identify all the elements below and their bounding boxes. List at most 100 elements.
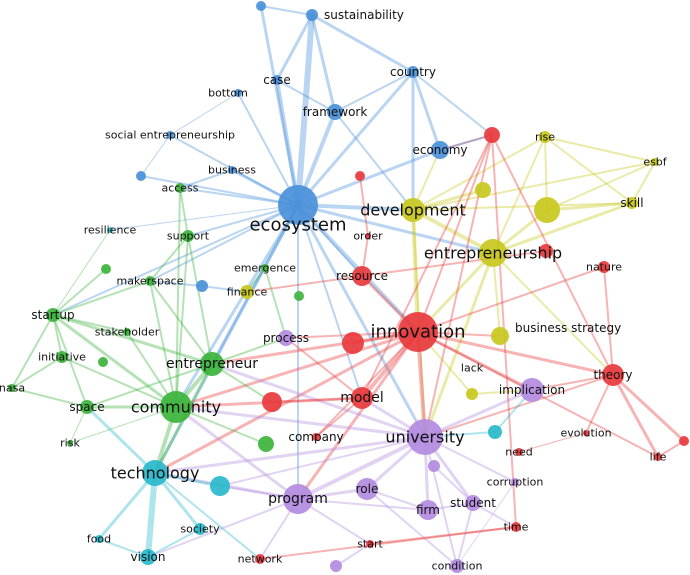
label-ecosystem: ecosystem (249, 215, 346, 236)
node-process[interactable] (278, 330, 294, 346)
node-esbf[interactable] (651, 158, 659, 166)
node-entrepreneurship[interactable] (479, 239, 507, 267)
edge-social_entrepreneurship-bottom (169, 92, 239, 136)
node-condition[interactable] (450, 559, 464, 573)
label-bottom: bottom (208, 87, 248, 100)
node-community[interactable] (160, 391, 192, 423)
node-food[interactable] (95, 535, 103, 543)
label-nature: nature (586, 261, 622, 274)
node-x10[interactable] (258, 436, 274, 452)
node-evolution[interactable] (583, 430, 589, 436)
node-x8[interactable] (342, 332, 364, 354)
edge-ecosystem-startup (52, 204, 299, 316)
node-access[interactable] (175, 183, 185, 193)
node-role[interactable] (356, 478, 378, 500)
label-process: process (263, 331, 309, 345)
node-program[interactable] (283, 484, 313, 514)
node-life[interactable] (654, 453, 662, 461)
edge-business-access (179, 169, 233, 189)
node-start[interactable] (366, 540, 374, 548)
node-framework[interactable] (327, 104, 343, 120)
node-x13[interactable] (98, 357, 108, 367)
node-x2[interactable] (196, 280, 208, 292)
edge-university-community (174, 405, 427, 439)
node-order[interactable] (365, 233, 371, 239)
node-initiative[interactable] (56, 351, 68, 363)
edge-community-initiative (61, 356, 177, 408)
node-technology[interactable] (142, 460, 168, 486)
node-x11[interactable] (294, 291, 304, 301)
edge-community-makerspace (149, 280, 177, 408)
node-firm[interactable] (418, 500, 438, 520)
node-business[interactable] (228, 166, 236, 174)
node-case[interactable] (272, 75, 282, 85)
node-time[interactable] (511, 522, 521, 532)
node-x14[interactable] (210, 476, 230, 496)
node-emergence[interactable] (261, 264, 269, 272)
node-resilience[interactable] (107, 227, 113, 233)
node-stakeholder[interactable] (123, 328, 131, 336)
node-x9[interactable] (262, 392, 282, 412)
edge-entrepreneur-support (187, 235, 213, 365)
node-innovation[interactable] (398, 312, 438, 352)
node-x3[interactable] (355, 171, 365, 181)
node-need[interactable] (515, 448, 523, 456)
edge-model-x9 (271, 397, 363, 403)
node-country[interactable] (407, 66, 419, 78)
node-startup[interactable] (46, 308, 60, 322)
node-economy[interactable] (431, 141, 449, 159)
node-lack[interactable] (466, 388, 478, 400)
node-x16[interactable] (330, 560, 342, 572)
node-x7[interactable] (539, 244, 553, 258)
node-ecosystem[interactable] (278, 185, 318, 225)
node-x4[interactable] (484, 127, 500, 143)
node-x18[interactable] (428, 460, 440, 472)
node-corruption[interactable] (511, 478, 519, 486)
node-x17[interactable] (679, 436, 689, 446)
node-entrepreneur[interactable] (200, 352, 224, 376)
edge-rise-skill (544, 136, 633, 204)
node-risk[interactable] (67, 440, 73, 446)
node-rise[interactable] (539, 131, 551, 143)
edge-support-makerspace (149, 235, 189, 282)
edge-innovation-nature (417, 266, 605, 333)
node-x1[interactable] (136, 171, 146, 181)
node-support[interactable] (182, 230, 194, 242)
label-firm: firm (416, 503, 440, 517)
node-theory[interactable] (602, 364, 624, 386)
node-implication[interactable] (520, 378, 544, 402)
node-skill[interactable] (626, 197, 638, 209)
node-student[interactable] (465, 495, 481, 511)
node-model[interactable] (351, 387, 373, 409)
node-makerspace[interactable] (145, 276, 155, 286)
node-university[interactable] (407, 419, 443, 455)
node-company[interactable] (312, 433, 320, 441)
edge-initiative-nasa (11, 356, 63, 389)
node-nature[interactable] (598, 261, 610, 273)
node-sustainability[interactable] (306, 9, 318, 21)
node-social-entrepreneurship[interactable] (166, 131, 174, 139)
edge-sustainability-case (275, 13, 314, 82)
node-x12[interactable] (101, 264, 111, 274)
node-finance[interactable] (240, 285, 254, 299)
node-x5[interactable] (475, 182, 491, 198)
node-x6[interactable] (534, 197, 560, 223)
node-society[interactable] (194, 523, 206, 535)
edge-innovation-program (296, 330, 420, 501)
label-business-strategy: business strategy (515, 321, 621, 335)
label-skill: skill (620, 196, 643, 210)
node-x0[interactable] (256, 1, 266, 11)
node-development[interactable] (401, 198, 425, 222)
node-x15[interactable] (488, 425, 502, 439)
node-network[interactable] (255, 554, 265, 564)
node-vision[interactable] (140, 549, 156, 565)
node-resource[interactable] (352, 266, 372, 286)
edge-university-implication (423, 388, 534, 439)
edge-ecosystem-entrepreneurship (296, 203, 495, 255)
label-university: university (385, 428, 464, 447)
node-business-strategy[interactable] (491, 327, 509, 345)
node-nasa[interactable] (8, 384, 16, 392)
label-sustainability: sustainability (324, 8, 404, 22)
node-space[interactable] (80, 400, 94, 414)
node-bottom[interactable] (234, 89, 242, 97)
